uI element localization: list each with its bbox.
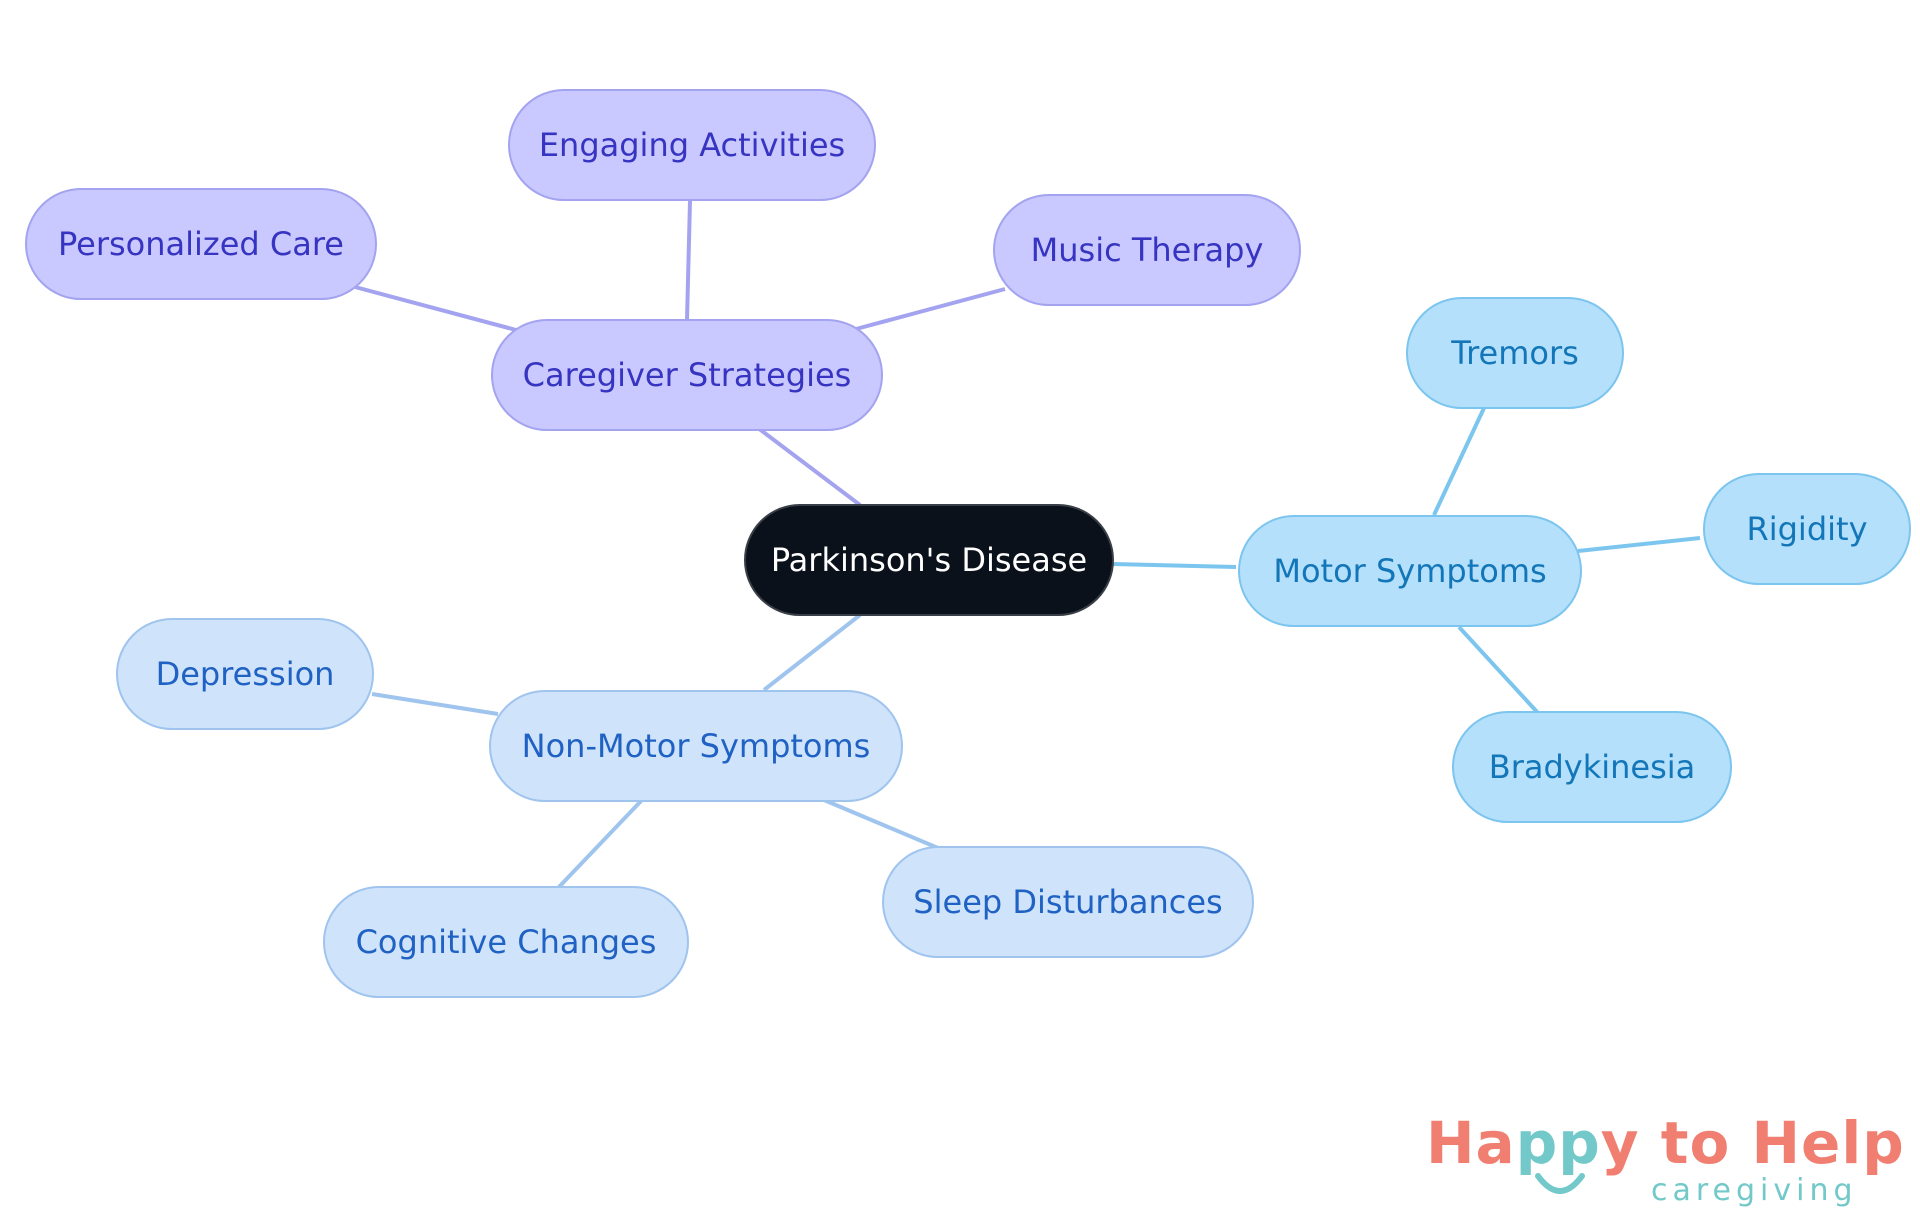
node-bradykinesia[interactable]: Bradykinesia <box>1452 711 1732 823</box>
node-personalized-care[interactable]: Personalized Care <box>25 188 377 300</box>
node-label: Non-Motor Symptoms <box>521 727 871 765</box>
edge-motor-tremors <box>1432 407 1486 516</box>
edge-motor-bradykinesia <box>1457 625 1540 715</box>
node-label: Engaging Activities <box>538 126 846 164</box>
node-cognitive-changes[interactable]: Cognitive Changes <box>323 886 689 998</box>
node-non-motor-symptoms[interactable]: Non-Motor Symptoms <box>489 690 903 802</box>
node-depression[interactable]: Depression <box>116 618 374 730</box>
node-parkinsons-disease[interactable]: Parkinson's Disease <box>744 504 1114 616</box>
node-sleep-disturbances[interactable]: Sleep Disturbances <box>882 846 1254 958</box>
logo-subtitle: caregiving <box>1651 1173 1858 1208</box>
node-label: Sleep Disturbances <box>913 883 1223 921</box>
node-tremors[interactable]: Tremors <box>1406 297 1624 409</box>
edge-root-motor <box>1111 562 1237 569</box>
node-label: Cognitive Changes <box>355 923 657 961</box>
node-caregiver-strategies[interactable]: Caregiver Strategies <box>491 319 883 431</box>
node-motor-symptoms[interactable]: Motor Symptoms <box>1238 515 1582 627</box>
node-rigidity[interactable]: Rigidity <box>1703 473 1911 585</box>
edge-caregiver-music <box>855 287 1006 331</box>
node-label: Bradykinesia <box>1488 748 1696 786</box>
edge-root-nonmotor <box>762 613 862 692</box>
edge-caregiver-engaging <box>685 200 692 321</box>
edge-motor-rigidity <box>1577 536 1701 553</box>
edge-nonmotor-sleep <box>823 798 939 850</box>
brand-logo: Happy to Help caregiving <box>1426 1108 1904 1208</box>
logo-wordmark: Happy to Help <box>1426 1109 1905 1177</box>
logo-smile-icon <box>1535 1173 1585 1194</box>
node-music-therapy[interactable]: Music Therapy <box>993 194 1301 306</box>
node-label: Personalized Care <box>58 225 344 263</box>
node-label: Music Therapy <box>1030 231 1264 269</box>
node-label: Parkinson's Disease <box>770 541 1088 579</box>
edge-nonmotor-cognitive <box>556 798 644 890</box>
node-engaging-activities[interactable]: Engaging Activities <box>508 89 876 201</box>
node-label: Caregiver Strategies <box>522 356 852 394</box>
node-label: Motor Symptoms <box>1273 552 1547 590</box>
edge-root-caregiver <box>756 426 862 507</box>
node-label: Tremors <box>1451 334 1579 372</box>
edge-nonmotor-depression <box>371 692 499 716</box>
node-label: Depression <box>155 655 335 693</box>
node-label: Rigidity <box>1746 510 1868 548</box>
edge-caregiver-personalized <box>354 285 517 332</box>
